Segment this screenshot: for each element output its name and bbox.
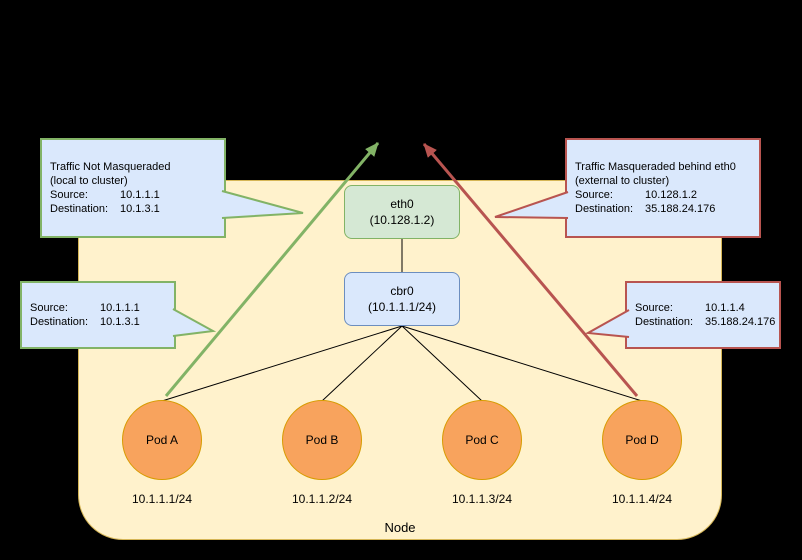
cbr0-bridge-box: cbr0 (10.1.1.1/24) bbox=[344, 272, 460, 326]
pod-c-label: Pod C bbox=[465, 433, 499, 447]
destination-value: 10.1.3.1 bbox=[120, 203, 160, 215]
pod-b-subnet: 10.1.1.2/24 bbox=[291, 492, 353, 506]
pod-c-circle: Pod C bbox=[442, 400, 522, 480]
pod-c-subnet: 10.1.1.3/24 bbox=[451, 492, 513, 506]
destination-value: 35.188.24.176 bbox=[645, 203, 716, 215]
pod-d-subnet: 10.1.1.4/24 bbox=[611, 492, 673, 506]
eth0-name: eth0 bbox=[390, 197, 414, 211]
source-value: 10.128.1.2 bbox=[645, 189, 697, 201]
source-label: Source: bbox=[575, 189, 613, 201]
pod-b-circle: Pod B bbox=[282, 400, 362, 480]
destination-row: Destination: 35.188.24.176 bbox=[575, 202, 751, 216]
source-label: Source: bbox=[635, 302, 673, 314]
pod-d-label: Pod D bbox=[625, 433, 659, 447]
eth0-interface-box: eth0 (10.128.1.2) bbox=[344, 185, 460, 239]
node-title: Node bbox=[384, 520, 416, 535]
destination-value: 35.188.24.176 bbox=[705, 316, 776, 328]
callout-external-packet: Source: 10.1.1.4 Destination: 35.188.24.… bbox=[625, 281, 781, 349]
source-value: 10.1.1.4 bbox=[705, 302, 745, 314]
source-label: Source: bbox=[30, 302, 68, 314]
callout-not-masqueraded: Traffic Not Masqueraded (local to cluste… bbox=[40, 138, 226, 238]
source-row: Source: 10.1.1.1 bbox=[30, 301, 166, 315]
pod-a-subnet: 10.1.1.1/24 bbox=[131, 492, 193, 506]
callout-title: Traffic Masqueraded behind eth0 bbox=[575, 161, 736, 173]
callout-subtitle: (local to cluster) bbox=[50, 175, 128, 187]
destination-label: Destination: bbox=[30, 316, 89, 328]
source-value: 10.1.1.1 bbox=[100, 302, 140, 314]
pod-b-label: Pod B bbox=[305, 433, 339, 447]
source-label: Source: bbox=[50, 189, 88, 201]
cbr0-ip: (10.1.1.1/24) bbox=[367, 300, 437, 314]
destination-value: 10.1.3.1 bbox=[100, 316, 140, 328]
destination-row: Destination: 10.1.3.1 bbox=[30, 315, 166, 329]
pod-d-circle: Pod D bbox=[602, 400, 682, 480]
destination-label: Destination: bbox=[575, 203, 634, 215]
destination-row: Destination: 35.188.24.176 bbox=[635, 315, 775, 329]
source-row: Source: 10.128.1.2 bbox=[575, 188, 751, 202]
eth0-ip: (10.128.1.2) bbox=[369, 213, 435, 227]
destination-label: Destination: bbox=[635, 316, 694, 328]
source-row: Source: 10.1.1.4 bbox=[635, 301, 771, 315]
source-row: Source: 10.1.1.1 bbox=[50, 188, 216, 202]
pod-a-label: Pod A bbox=[145, 433, 179, 447]
destination-row: Destination: 10.1.3.1 bbox=[50, 202, 216, 216]
callout-masqueraded: Traffic Masqueraded behind eth0 (externa… bbox=[565, 138, 761, 238]
source-value: 10.1.1.1 bbox=[120, 189, 160, 201]
pod-a-circle: Pod A bbox=[122, 400, 202, 480]
destination-label: Destination: bbox=[50, 203, 109, 215]
callout-subtitle: (external to cluster) bbox=[575, 175, 670, 187]
cbr0-name: cbr0 bbox=[390, 284, 414, 298]
callout-local-packet: Source: 10.1.1.1 Destination: 10.1.3.1 bbox=[20, 281, 176, 349]
callout-title: Traffic Not Masqueraded bbox=[50, 161, 171, 173]
